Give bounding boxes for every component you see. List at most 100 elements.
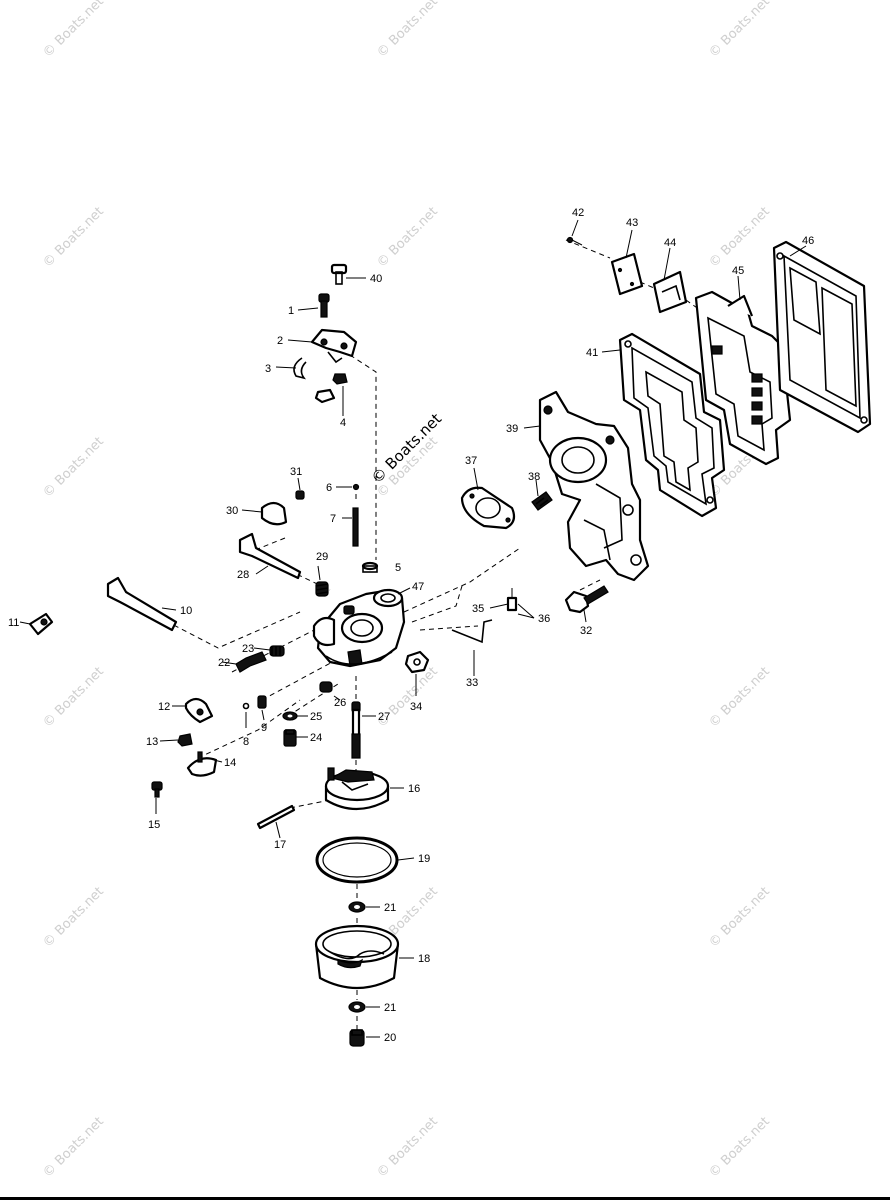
throttle-assembly	[238, 490, 329, 597]
idle-screws-22-23	[235, 645, 285, 673]
watermark-text-17: © Boats.net	[706, 1114, 773, 1181]
link-rod-33	[451, 619, 493, 644]
label-34: 34	[410, 701, 422, 713]
plate-30	[260, 501, 288, 526]
watermark-text-14: © Boats.net	[706, 884, 773, 951]
label-29: 29	[316, 551, 328, 563]
label-11: 11	[8, 617, 19, 629]
label-16: 16	[408, 783, 420, 795]
label-9: 9	[261, 722, 267, 734]
label-15: 15	[148, 819, 160, 831]
spring-23	[269, 645, 285, 657]
lever-11	[28, 612, 54, 636]
watermark-text-16: © Boats.net	[374, 1114, 441, 1181]
label-21-upper: 21	[384, 902, 396, 914]
label-44: 44	[664, 237, 676, 249]
leader-lines	[19, 219, 807, 1038]
pin-17	[256, 804, 296, 830]
screw-1	[318, 293, 330, 318]
label-32: 32	[580, 625, 592, 637]
label-39: 39	[506, 423, 518, 435]
choke-bracket-assembly	[293, 263, 358, 404]
label-21-lower: 21	[384, 1002, 396, 1014]
bracket-2	[310, 328, 358, 364]
carburetor-body-47	[312, 588, 406, 668]
washer-25	[282, 711, 298, 721]
plug-24	[283, 729, 297, 747]
clip-14	[186, 751, 218, 777]
label-47: 47	[412, 581, 424, 593]
plug-5	[361, 561, 379, 573]
label-37: 37	[465, 455, 477, 467]
clip-3	[293, 357, 307, 380]
label-20: 20	[384, 1032, 396, 1044]
pins-6-7-5	[352, 483, 379, 573]
watermark-text-15: © Boats.net	[40, 1114, 107, 1181]
jet-27	[351, 701, 361, 759]
watermarks: © Boats.net © Boats.net © Boats.net © Boats…	[40, 0, 773, 1181]
screw-15	[151, 781, 163, 798]
label-27: 27	[378, 711, 390, 723]
choke-shaft-assembly	[28, 576, 178, 636]
screw-42	[566, 236, 583, 246]
label-26: 26	[334, 697, 346, 709]
arm-12	[184, 697, 214, 724]
label-19: 19	[418, 853, 430, 865]
label-28: 28	[237, 569, 249, 581]
stud-38	[531, 491, 553, 511]
label-7: 7	[330, 513, 336, 525]
label-43: 43	[626, 217, 638, 229]
label-40: 40	[370, 273, 382, 285]
label-3: 3	[265, 363, 271, 375]
watermark-text-2: © Boats.net	[706, 0, 773, 61]
washer-21-upper	[348, 901, 366, 913]
watermark-text-5: © Boats.net	[706, 204, 773, 271]
plate-43	[610, 252, 644, 296]
label-14: 14	[224, 757, 236, 769]
float-16-pin-17	[256, 767, 390, 830]
gasket-46	[772, 240, 872, 434]
washer-21-lower	[348, 1001, 366, 1013]
gasket-37	[460, 486, 516, 530]
jets-8-9-24-25-26-27	[242, 681, 361, 759]
reed-block-45	[694, 290, 792, 466]
label-13: 13	[146, 736, 158, 748]
nut-13	[177, 733, 193, 747]
watermark-text-6: © Boats.net	[40, 434, 107, 501]
manifold-39	[538, 390, 650, 582]
label-46: 46	[802, 235, 814, 247]
pin-35	[506, 588, 518, 612]
float-bowl-stack	[314, 836, 400, 1047]
label-35: 35	[472, 603, 484, 615]
spring-29	[315, 581, 329, 597]
label-42: 42	[572, 207, 584, 219]
nut-4	[314, 373, 348, 404]
gasket-19	[315, 836, 399, 884]
label-45: 45	[732, 265, 744, 277]
label-25: 25	[310, 711, 322, 723]
label-30: 30	[226, 505, 238, 517]
label-10: 10	[180, 605, 192, 617]
reed-44	[652, 270, 688, 314]
label-22: 22	[218, 657, 230, 669]
screw-40	[330, 263, 348, 285]
shaft-28	[238, 532, 302, 580]
nut-34	[404, 650, 430, 674]
label-8: 8	[243, 736, 249, 748]
label-33: 33	[466, 677, 478, 689]
watermark-text-11: © Boats.net	[706, 664, 773, 731]
watermark-text-4: © Boats.net	[374, 204, 441, 271]
float-lever-12-13-14-15	[151, 697, 218, 798]
watermark-text-12: © Boats.net	[40, 884, 107, 951]
watermark-text-3: © Boats.net	[40, 204, 107, 271]
screw-31	[295, 490, 305, 500]
float-16	[324, 767, 390, 810]
spring-9	[257, 695, 267, 709]
bowl-18	[314, 924, 400, 989]
label-24: 24	[310, 732, 322, 744]
label-1: 1	[288, 305, 294, 317]
screw-20	[349, 1029, 365, 1047]
intake-parts-37-39	[460, 390, 650, 614]
label-31: 31	[290, 466, 302, 478]
